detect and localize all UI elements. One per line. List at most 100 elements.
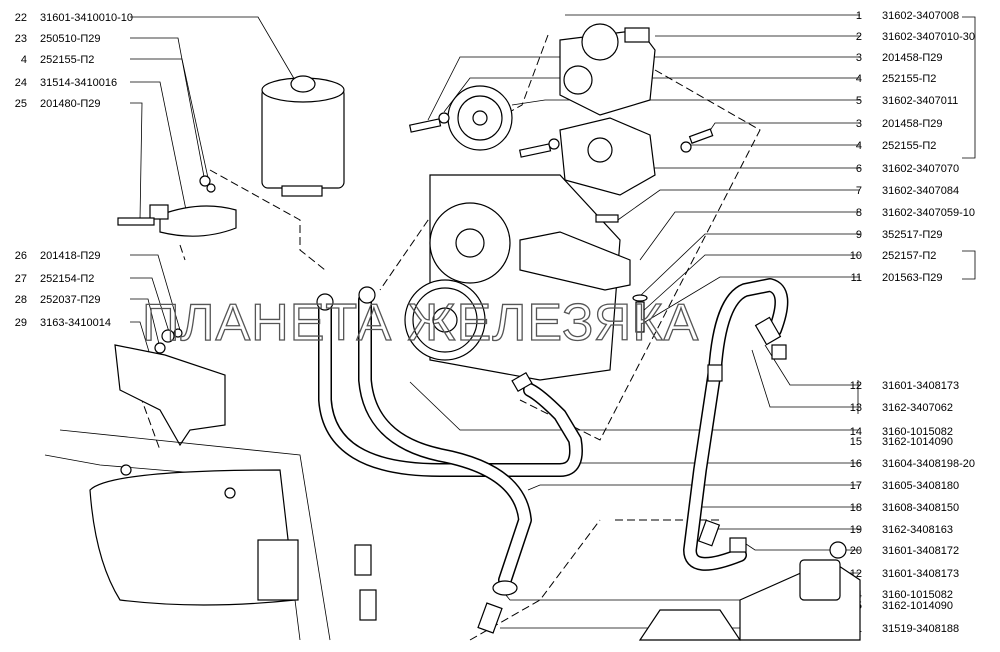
leader-3-top: [427, 56, 860, 121]
leader-23: [130, 37, 206, 183]
callout-number: 14: [850, 426, 862, 438]
leader-10: [641, 254, 860, 313]
hose-16-fitting: [316, 293, 334, 311]
callout-number: 26: [15, 250, 27, 262]
dash-pump-right: [519, 69, 761, 441]
reservoir-body: [261, 87, 345, 189]
callout-code: 3162-3407062: [882, 402, 953, 414]
callout-number: 23: [15, 33, 27, 45]
callout-number: 3: [856, 52, 862, 64]
callout-code: 3160-1015082: [882, 426, 953, 438]
leader-13: [751, 349, 860, 408]
fitting-12-top: [771, 344, 787, 360]
washer-4-right: [680, 141, 692, 153]
callout-number: 4: [21, 54, 27, 66]
hose-16-inner: [319, 299, 582, 476]
callout-code: 201418-П29: [40, 250, 101, 262]
callout-code: 31604-3408198-20: [882, 458, 975, 470]
callout-code: 3162-1014090: [882, 436, 953, 448]
callout-code: 252155-П2: [882, 140, 936, 152]
callout-number: 4: [856, 140, 862, 152]
pulley-hub: [472, 110, 488, 126]
fitting-21: [477, 602, 503, 634]
bolt-11: [635, 301, 645, 333]
leader-27: [130, 277, 171, 336]
dash-engine-return: [379, 209, 436, 291]
leader-5: [511, 99, 860, 106]
bolt-3-right: [688, 128, 714, 144]
bolt-3-mid: [518, 143, 552, 158]
washer-27: [154, 342, 166, 354]
clamp-band: [159, 205, 237, 237]
callout-code: 3162-3408163: [882, 524, 953, 536]
reservoir-part-22: [261, 75, 345, 197]
dash-filter-hose: [209, 169, 326, 271]
bolt-7: [595, 214, 619, 223]
callout-code: 31602-3407084: [882, 185, 959, 197]
leader-29: [130, 321, 151, 356]
leader-3-right: [704, 122, 860, 139]
bolt-25: [117, 217, 155, 226]
callout-number: 15: [850, 436, 862, 448]
hose-18-inner: [684, 279, 787, 570]
leader-26: [130, 254, 181, 331]
callout-code: 31602-3407010-30: [882, 31, 975, 43]
engine-block: [404, 174, 631, 381]
bracket-plate: [114, 344, 226, 447]
callout-code: 31519-3408188: [882, 623, 959, 635]
leader-22: [130, 16, 297, 83]
pump-mount-bracket-part-6: [559, 117, 656, 196]
leader-9: [639, 233, 860, 297]
fitting-19: [697, 519, 721, 547]
callout-r-20: 18 31608-3408150: [850, 502, 959, 514]
callout-number: 12: [850, 380, 862, 392]
callout-code: 201563-П29: [882, 272, 943, 284]
reservoir-cap: [290, 75, 316, 93]
callout-code: 3160-1015082: [882, 589, 953, 601]
reservoir-bracket-part-29: [114, 328, 226, 447]
callout-number: 16: [850, 458, 862, 470]
bracket-pump-assembly: [962, 16, 976, 159]
bolt-26: [161, 329, 175, 343]
leader-8: [639, 211, 860, 261]
washer-4-mid: [548, 138, 560, 150]
frame-member: [638, 609, 742, 641]
watermark: ПЛАНЕТА ЖЕЛЕЗЯКА: [142, 294, 699, 352]
gear-port-12: [829, 541, 847, 559]
callout-number: 18: [850, 502, 862, 514]
callout-code: 252155-П2: [882, 73, 936, 85]
leader-6: [619, 161, 860, 169]
pump-pulley-part-5: [447, 85, 513, 151]
leader-28: [130, 298, 161, 349]
leader-11: [644, 276, 860, 323]
callout-r-7: 4 252155-П2: [856, 140, 937, 152]
callout-code: 31608-3408150: [882, 502, 959, 514]
body-slot-2: [359, 589, 377, 621]
dash-clamp-bracket: [179, 244, 186, 261]
callout-number: 9: [856, 229, 862, 241]
pump-valve-part-2: [624, 27, 650, 43]
body-slot-1: [354, 544, 372, 576]
callout-number: 2: [856, 31, 862, 43]
callout-code: 31514-3410016: [40, 77, 117, 89]
callout-code: 31601-3408173: [882, 380, 959, 392]
callout-number: 4: [856, 73, 862, 85]
callout-number: 1: [856, 10, 862, 22]
callout-code: 31605-3408180: [882, 480, 959, 492]
callout-code: 31602-3407008: [882, 10, 959, 22]
leader-25: [130, 102, 143, 221]
clamp-lug: [149, 204, 169, 220]
